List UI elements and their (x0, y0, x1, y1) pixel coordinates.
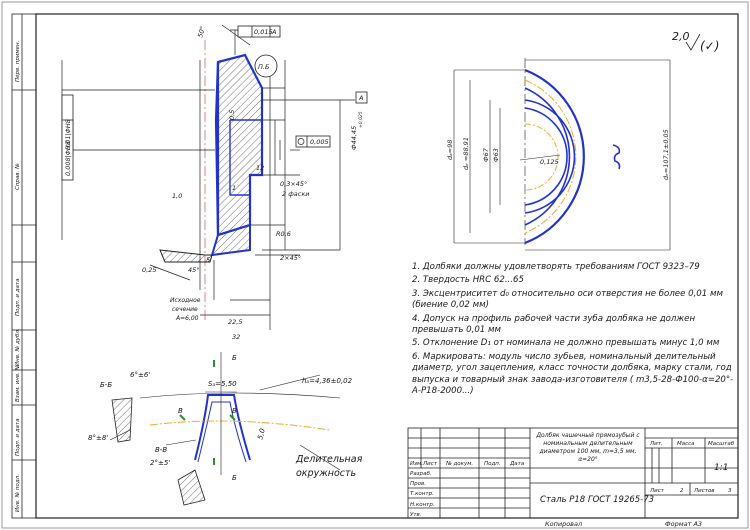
tb-sheet-num: 2 (680, 488, 684, 494)
callout-circle (254, 54, 278, 78)
dim-chamfer: 0,3×45° (280, 180, 307, 188)
note-5: 5. Отклонение D₁ от номинала не должно п… (412, 338, 720, 349)
tb-material: Сталь Р18 ГОСТ 19265-73 (540, 495, 654, 505)
front-label-0125: 0,125 (540, 158, 559, 166)
tb-lit-header: Лит. (649, 441, 663, 447)
tb-scale-value: 1:1 (714, 463, 728, 473)
section-view-a: 0,015 А 0,01|ΦН8 0,008|ΦН8 0,005 А П.Б 5… (61, 24, 368, 341)
tb-sheet-label: Лист (649, 488, 665, 494)
svg-text:окружность: окружность (296, 468, 356, 479)
stamp-label-2: Справ. № (15, 163, 21, 190)
dim-l12: 12 (256, 164, 264, 172)
detail-callout-label: П.Б (258, 63, 270, 71)
technical-requirements: 1. Долбяки должны удовлетворять требован… (412, 262, 734, 399)
tolerance-frame-3-value: 0,008|ΦН8 (64, 141, 72, 176)
dim-chamfer-note: 2 фаски (282, 190, 309, 198)
front-label-da: dₐ=98 (446, 140, 454, 160)
dim-5: 5 (206, 256, 210, 264)
tb-sheets-num: 3 (728, 488, 732, 494)
tb-sheets-label: Листов (693, 488, 715, 494)
roughness-mark: 2,0 (✓) (672, 30, 719, 53)
stamp-label-1: Перв. примен. (15, 40, 21, 82)
front-view: dₐ=98 dₑ =88,91 Ф67 Ф63 0,125 dₑ=107,1±0… (446, 58, 671, 251)
note-3: 3. Эксцентриситет d₀ относительно оси от… (412, 288, 723, 311)
pitch-circle-label: Делительная окружность (295, 454, 363, 479)
tb-header-doc: № докум. (445, 461, 473, 467)
section-b-marker-b1: Б (232, 354, 237, 362)
tolerance-frame-2-value: 0,01|ΦН8 (64, 119, 72, 150)
note-4: 4. Допуск на профиль рабочей части зуба … (412, 313, 696, 336)
source-section-label: Исходное сечение А=6,00 (170, 297, 202, 322)
tb-role-razrab: Разраб. (410, 471, 432, 477)
svg-text:Делительная: Делительная (295, 454, 363, 465)
dim-l225: 22,5 (228, 318, 242, 326)
section-b-ha: hₐ=4,36±0,02 (302, 377, 353, 385)
section-b-angle1: 6°±6' (130, 371, 150, 379)
front-label-de: dₑ =88,91 (462, 137, 470, 170)
section-b-5-0: 5,0 (256, 427, 267, 440)
tolerance-frame-4-value: 0,005 (310, 138, 329, 146)
tb-scale-header: Масштаб (708, 441, 735, 447)
tb-header-izm: Изм. (410, 461, 423, 467)
note-6: 6. Маркировать: модуль число зубьев, ном… (412, 351, 734, 397)
dim-d-r-tol: +0,025 (358, 111, 364, 128)
roughness-symbol: (✓) (700, 39, 719, 53)
front-label-d67: Ф67 (482, 147, 490, 162)
tb-role-utv: Утв. (410, 512, 422, 518)
section-b-marker-b2: Б (232, 474, 237, 482)
front-label-de107: dₑ=107,1±0,05 (662, 129, 670, 180)
section-b-angle3: 2°±5' (150, 459, 170, 467)
side-stamp (11, 13, 37, 519)
dim-r: 0,5 (228, 110, 236, 120)
note-1: 1. Долбяки должны удовлетворять требован… (412, 262, 700, 272)
dim-l32: 32 (232, 333, 240, 341)
rough-1-0: 1,0 (172, 192, 182, 200)
roughness-value: 2,0 (672, 30, 690, 43)
tolerance-frame-1-value: 0,015 (254, 28, 273, 36)
section-b-title: Б-Б (100, 381, 112, 389)
stamp-label-3: Подп. и дата (15, 278, 21, 316)
stamp-label-4: Инв. № дубл. (15, 328, 21, 366)
section-b-angle2: 8°±8' (88, 434, 108, 442)
section-b-marker-v1: В (178, 407, 183, 415)
tb-copied: Копировал (545, 520, 582, 528)
section-b-vv: В-В (155, 446, 167, 454)
title-block (407, 427, 739, 519)
tb-header-podp: Подп. (484, 461, 501, 467)
tb-role-tkontr: Т.контр. (410, 491, 434, 497)
note-2: 2. Твердость HRC 62...65 (412, 275, 524, 286)
tb-format: Формат А3 (665, 520, 702, 528)
section-b-sa: Sₐ=5,50 (208, 380, 237, 388)
tb-header-data: Дата (509, 461, 525, 467)
dim-angle45: 45° (188, 266, 200, 274)
tb-role-nkontr: Н.контр. (410, 502, 435, 508)
stamp-label-6: Подп. и дата (15, 418, 21, 456)
section-view-b: Б-Б 6°±6' 8°±8' Sₐ=5,50 hₐ=4,36±0,02 (88, 352, 363, 506)
tb-header-list: Лист (422, 461, 438, 467)
tolerance-datum-a: А (271, 28, 276, 36)
title-block-designation: Долбяк чашечный прямозубый с номинальным… (536, 432, 640, 463)
dim-r06: R0,6 (276, 230, 291, 238)
section-b-marker-v2: В (232, 407, 237, 415)
dim-c2: 2×45° (280, 254, 301, 262)
stamp-label-5: Взам. инв. № (15, 364, 21, 402)
dim-angle-top: 50° (196, 25, 207, 38)
dim-1: 1 (232, 184, 236, 192)
stamp-label-7: Инв. № подл. (15, 474, 21, 512)
front-label-d63: Ф63 (492, 148, 500, 162)
tb-mass-header: Масса (677, 441, 695, 447)
tb-role-prov: Пров. (410, 481, 426, 487)
datum-a-right: А (358, 94, 363, 102)
dim-r025: 0,25 (142, 266, 156, 274)
dim-d-r: Ф44,45 (350, 126, 358, 150)
